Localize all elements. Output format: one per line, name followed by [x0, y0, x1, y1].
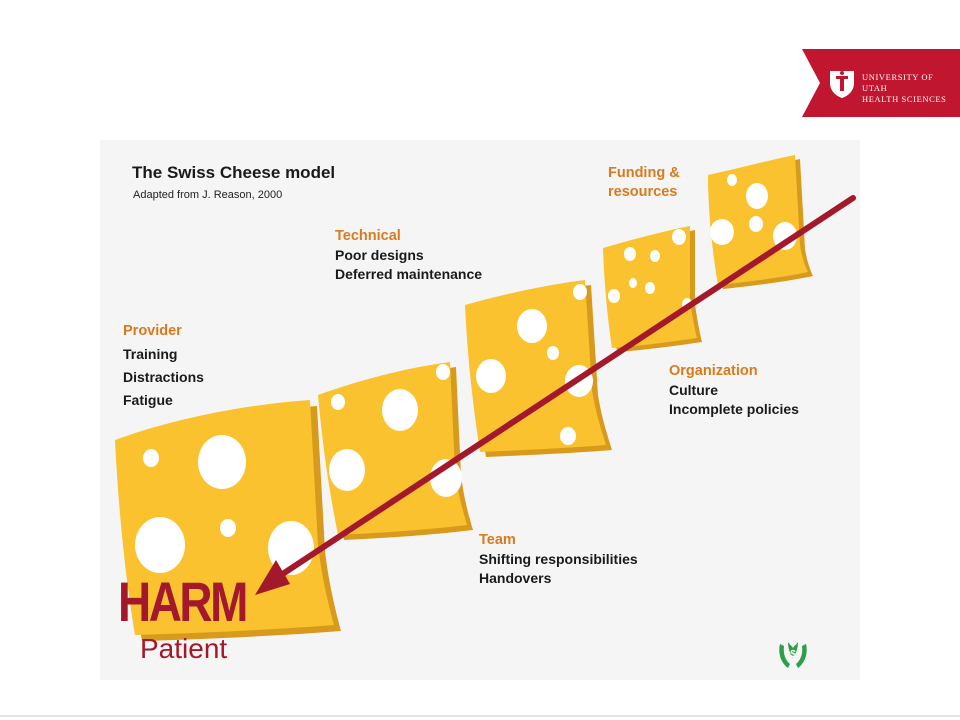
cheese-slice-2 [318, 362, 473, 540]
layer-provider-item: Fatigue [123, 392, 173, 408]
patient-label: Patient [140, 633, 228, 664]
layer-provider-item: Distractions [123, 369, 204, 385]
brand-line-2: HEALTH SCIENCES [862, 94, 947, 104]
layer-funding-heading-1: Funding & [608, 165, 680, 181]
brand-line-1: UNIVERSITY OF UTAH [862, 72, 934, 93]
brand-wordmark: UNIVERSITY OF UTAH HEALTH SCIENCES [862, 72, 960, 105]
cheese-layers [115, 155, 856, 641]
layer-technical-item: Deferred maintenance [335, 266, 483, 282]
layer-funding: Funding & resources [608, 164, 680, 202]
layer-team-heading: Team [479, 532, 516, 548]
layer-team: Team Shifting responsibilities Handovers [479, 531, 638, 588]
layer-provider: Provider Training Distractions Fatigue [123, 320, 204, 412]
layer-provider-item: Training [123, 346, 178, 362]
university-seal-icon [830, 71, 854, 98]
cheese-slice-funding [708, 155, 813, 289]
swiss-cheese-diagram [100, 140, 860, 680]
diagram-title: The Swiss Cheese model [132, 163, 336, 182]
layer-funding-heading-2: resources [608, 184, 678, 200]
layer-organization: Organization Culture Incomplete policies [669, 362, 799, 419]
layer-technical-item: Poor designs [335, 247, 424, 263]
layer-organization-item: Incomplete policies [669, 401, 799, 417]
diagram-subtitle: Adapted from J. Reason, 2000 [133, 189, 283, 201]
layer-provider-heading: Provider [123, 323, 182, 339]
svg-text:$: $ [790, 649, 796, 660]
layer-organization-heading: Organization [669, 363, 758, 379]
cheese-slice-3 [465, 280, 612, 457]
layer-team-item: Shifting responsibilities [479, 551, 638, 567]
layer-technical-heading: Technical [335, 228, 401, 244]
caring-hands-icon: $ [779, 642, 807, 668]
harm-label: HARM [118, 570, 248, 633]
hazard-arrow [255, 195, 856, 595]
layer-technical: Technical Poor designs Deferred maintena… [335, 227, 482, 284]
bottom-divider [0, 715, 960, 717]
layer-organization-item: Culture [669, 382, 718, 398]
brand-banner [802, 49, 960, 117]
brand-banner-shape [802, 49, 960, 117]
layer-team-item: Handovers [479, 570, 552, 586]
